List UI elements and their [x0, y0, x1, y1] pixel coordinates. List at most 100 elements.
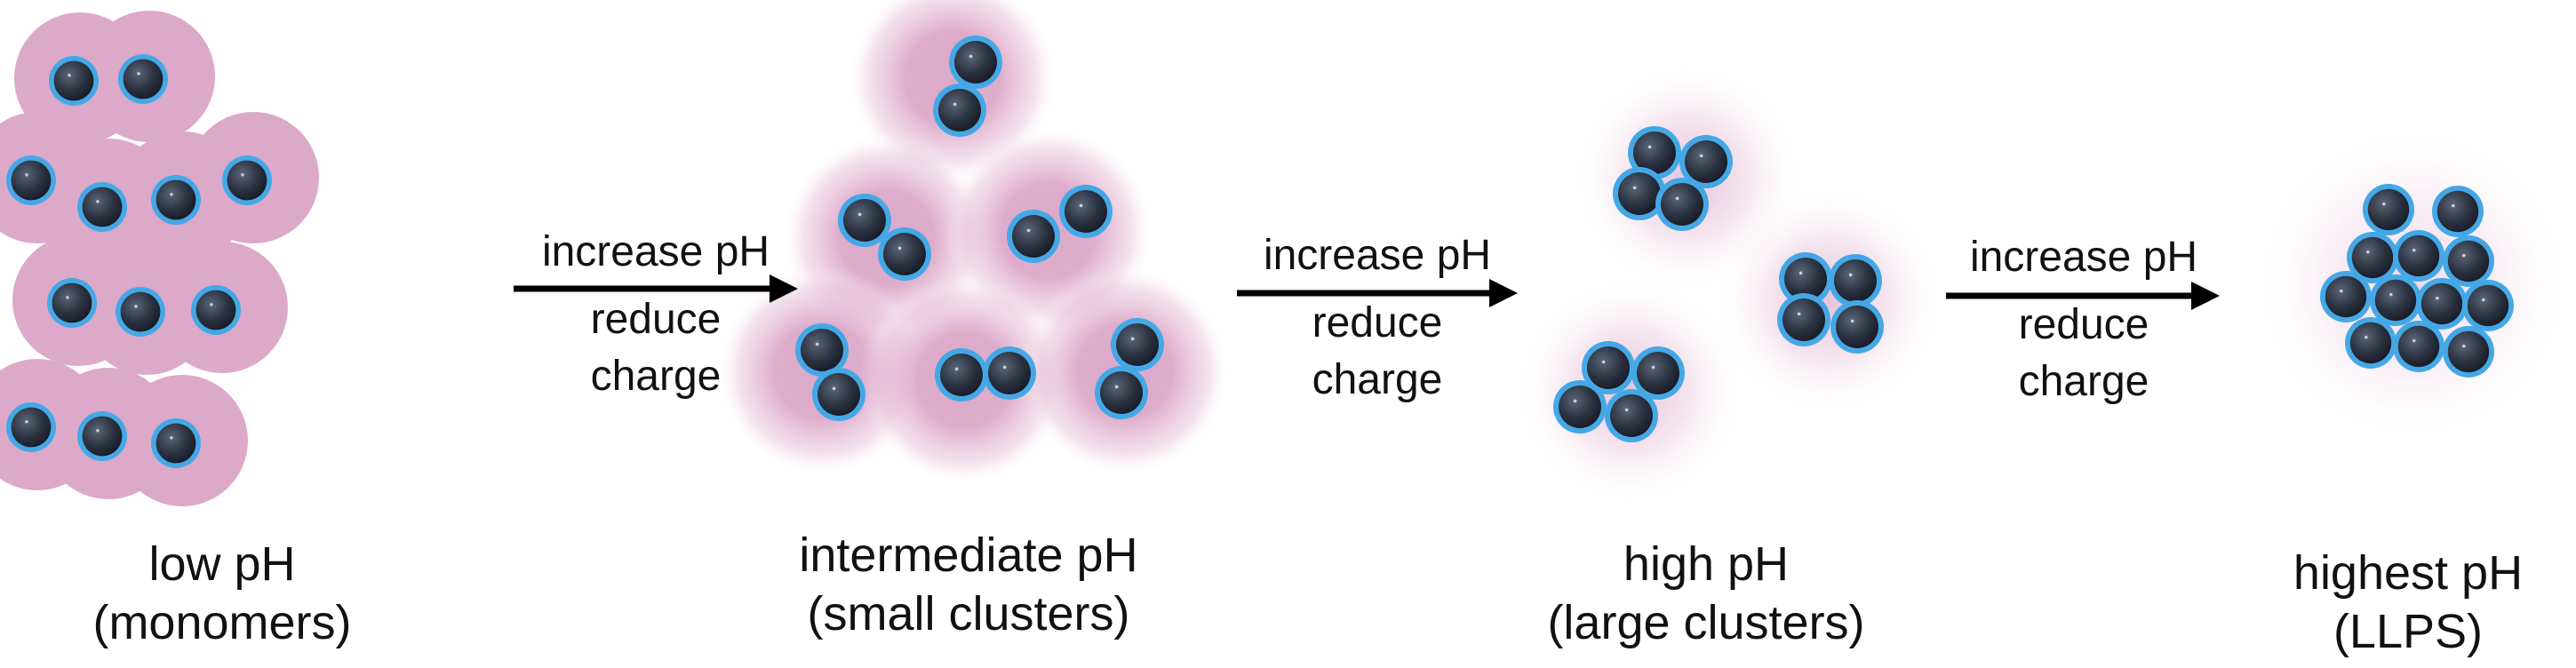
- particle: [222, 155, 272, 205]
- particle-core: [156, 179, 196, 220]
- particle-highlight: [1026, 228, 1031, 233]
- particle-highlight: [134, 305, 138, 308]
- particle-core: [954, 41, 997, 84]
- particle-highlight: [2382, 202, 2386, 206]
- particle-highlight: [96, 429, 100, 433]
- particle: [47, 278, 97, 328]
- particle-core: [1587, 346, 1630, 389]
- particle-highlight: [2436, 296, 2439, 300]
- stage-caption-low: low pH (monomers): [71, 535, 373, 652]
- particle: [795, 323, 849, 377]
- particle-core: [2351, 236, 2394, 279]
- particle-highlight: [25, 173, 28, 177]
- particle-highlight: [1114, 385, 1119, 389]
- particle-core: [227, 160, 267, 201]
- particle-highlight: [2365, 335, 2368, 339]
- particle-highlight: [1850, 319, 1854, 323]
- arrow-1: [514, 274, 798, 303]
- particle-highlight: [2413, 248, 2416, 252]
- transition-1-line3: charge: [590, 353, 722, 400]
- particle: [2416, 278, 2468, 330]
- particle-core: [1610, 394, 1653, 437]
- particle-core: [2367, 188, 2410, 231]
- particle-highlight: [815, 342, 819, 346]
- particle: [1007, 210, 1060, 263]
- stage-low-title: low pH: [148, 537, 296, 591]
- stage-intermediate-subtitle: (small clusters): [807, 587, 1130, 640]
- particle-highlight: [857, 212, 862, 217]
- particle-highlight: [2389, 292, 2393, 297]
- particle: [2370, 274, 2421, 326]
- particle-core: [120, 291, 161, 332]
- particle-core: [2447, 240, 2490, 282]
- particle-highlight: [897, 246, 902, 250]
- particle-highlight: [68, 74, 71, 77]
- transition-label-2: increase pH reduce charge: [1235, 227, 1519, 409]
- particle-core: [2325, 275, 2367, 318]
- particle: [6, 155, 56, 205]
- particle: [2443, 235, 2494, 287]
- particle: [949, 36, 1002, 89]
- particle-core: [2397, 325, 2440, 368]
- particle-core: [1559, 386, 1601, 428]
- particle-highlight: [1130, 337, 1135, 341]
- stage-caption-highest: highest pH (LLPS): [2257, 544, 2559, 661]
- transition-2-line3: charge: [1312, 356, 1443, 403]
- particle-core: [1834, 259, 1877, 302]
- particle-core: [1836, 306, 1878, 348]
- particle-core: [1100, 371, 1143, 414]
- particle: [2347, 232, 2398, 283]
- particle: [77, 411, 127, 461]
- particle-highlight: [1647, 145, 1652, 149]
- particle: [151, 418, 201, 468]
- particle-core: [1065, 190, 1107, 233]
- particle-highlight: [1848, 273, 1853, 277]
- particle-highlight: [2366, 250, 2370, 254]
- particle-core: [1685, 140, 1727, 183]
- particle-highlight: [832, 386, 836, 391]
- particle-highlight: [210, 303, 213, 306]
- particle-core: [2374, 279, 2417, 322]
- particle: [151, 175, 201, 225]
- particle-core: [883, 233, 926, 275]
- arrow-2: [1237, 279, 1518, 307]
- particle-core: [11, 407, 52, 448]
- particle: [6, 402, 56, 452]
- particle-highlight: [1002, 365, 1007, 370]
- transition-label-3: increase pH reduce charge: [1942, 229, 2226, 410]
- particle: [2462, 280, 2514, 331]
- particle: [1059, 185, 1113, 238]
- particle: [1631, 346, 1685, 400]
- transition-2-line2: reduce: [1312, 299, 1443, 346]
- particle-highlight: [2413, 338, 2416, 343]
- particle-highlight: [1798, 271, 1803, 275]
- particle: [1095, 366, 1148, 419]
- particle: [1679, 135, 1733, 188]
- particle: [1605, 389, 1658, 442]
- particle-highlight: [137, 72, 140, 76]
- particle-core: [1012, 215, 1055, 258]
- particle-core: [123, 59, 163, 99]
- particle-core: [82, 416, 123, 457]
- particle-core: [1784, 258, 1827, 300]
- stage-caption-intermediate: intermediate pH (small clusters): [755, 526, 1182, 643]
- transition-3-line2: reduce: [2018, 301, 2149, 348]
- particle-core: [2349, 322, 2392, 364]
- particle-highlight: [170, 436, 173, 440]
- particle-highlight: [1651, 365, 1655, 370]
- particle: [2363, 184, 2414, 235]
- particle-highlight: [2340, 289, 2343, 293]
- particle-highlight: [1675, 196, 1679, 201]
- particle: [191, 285, 241, 335]
- particle: [838, 194, 891, 247]
- particle-highlight: [2482, 298, 2485, 302]
- particle: [1628, 126, 1681, 179]
- particle-core: [195, 290, 236, 330]
- particle-highlight: [1079, 203, 1083, 208]
- transition-3-line3: charge: [2018, 358, 2149, 405]
- particle-core: [2397, 235, 2440, 277]
- particle-core: [938, 89, 981, 131]
- particle: [1777, 293, 1830, 346]
- particle-highlight: [66, 296, 69, 299]
- particle-core: [82, 187, 123, 227]
